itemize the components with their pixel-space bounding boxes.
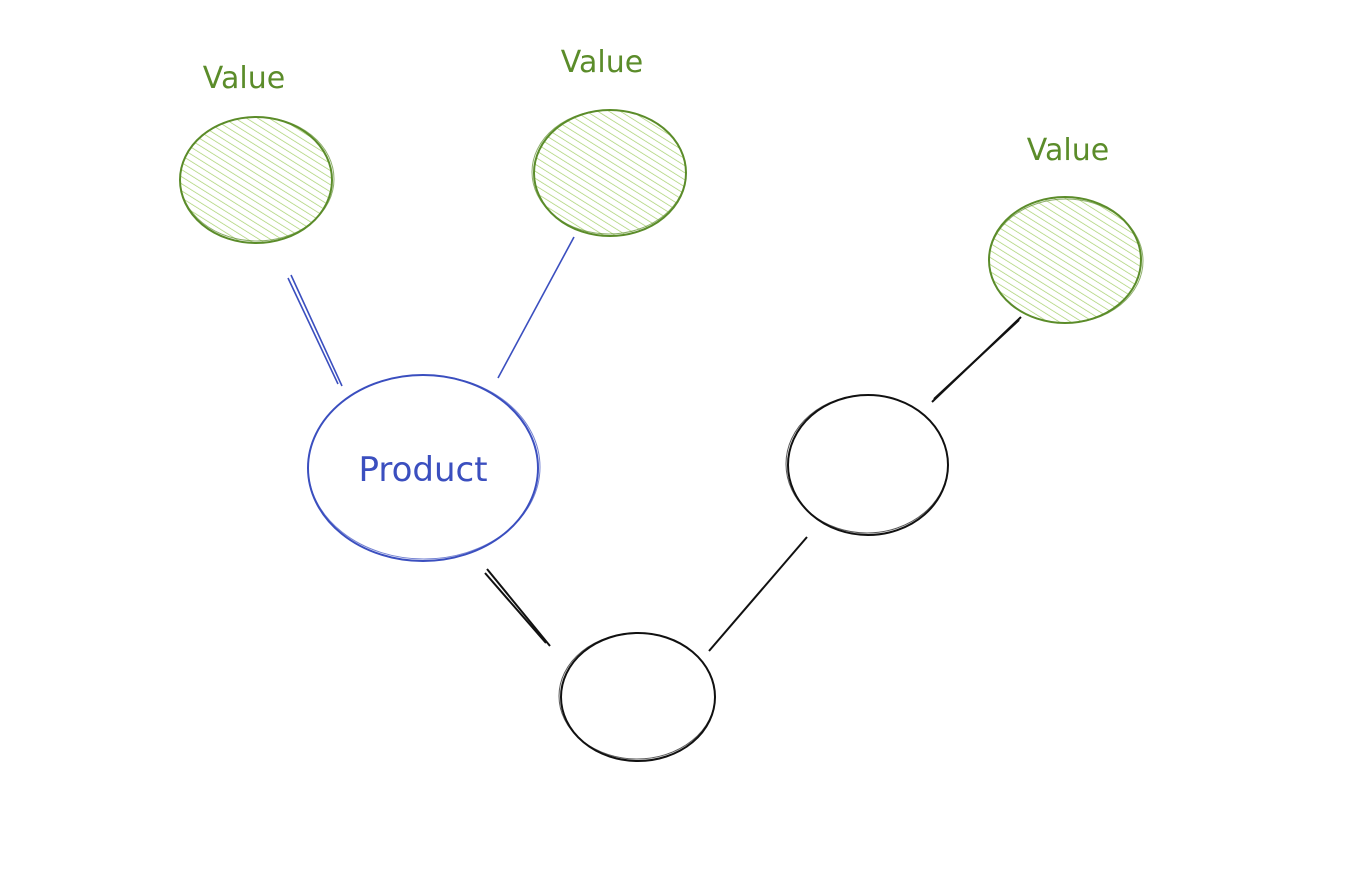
value-node-1-fill	[180, 117, 332, 243]
neutral-node-right	[785, 394, 949, 536]
value-node-3-fill	[989, 197, 1141, 323]
neutral-node-bottom	[558, 632, 716, 762]
edge-product-bottom	[484, 568, 551, 647]
edge-bottom-right	[708, 536, 808, 652]
value-node-2: Value	[531, 45, 687, 237]
edges	[287, 236, 1022, 652]
neutral-node-right-outline	[787, 394, 949, 536]
value-node-3: Value	[988, 133, 1144, 324]
value-node-1: Value	[179, 61, 335, 244]
value-node-2-label: Value	[561, 45, 643, 80]
value-node-2-fill	[534, 110, 686, 236]
edge-product-value-1	[287, 274, 343, 387]
edge-right-value-3	[931, 316, 1022, 403]
edge-product-value-2	[497, 236, 575, 379]
value-node-3-label: Value	[1027, 133, 1109, 168]
product-node-label: Product	[358, 450, 487, 490]
value-node-1-label: Value	[203, 61, 285, 96]
product-node: Product	[307, 374, 541, 562]
